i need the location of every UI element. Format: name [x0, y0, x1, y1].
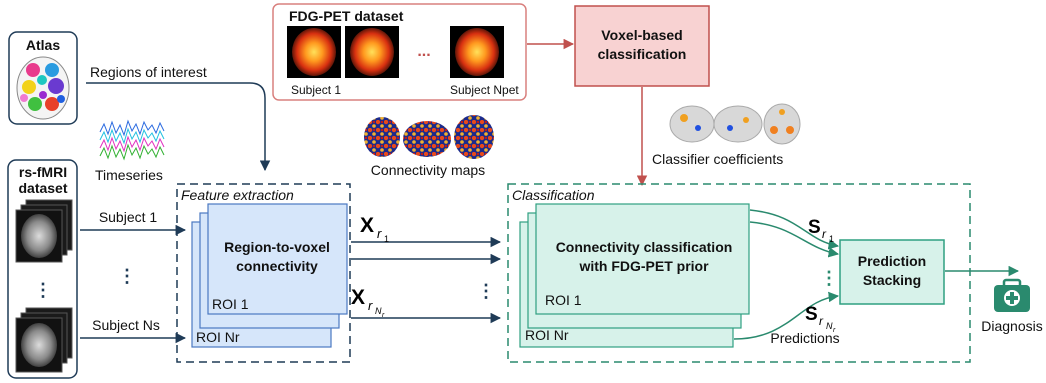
s-ellipsis: ⋮ [820, 268, 838, 288]
class-roi1-label: ROI 1 [545, 292, 582, 308]
svg-text:1: 1 [829, 234, 834, 244]
svg-text:1: 1 [384, 234, 389, 244]
svg-text:r: r [382, 312, 385, 319]
fmri-subjectN-label: Subject Ns [92, 317, 160, 333]
s-rN-symbol: S r N r [805, 304, 836, 334]
s-r1-arrow-a [749, 209, 840, 250]
pet-title: FDG-PET dataset [289, 8, 404, 24]
classification-panel: Classification Connectivity classificati… [507, 183, 971, 363]
fmri-subject1-label: Subject 1 [99, 209, 158, 225]
connectivity-maps-icon [364, 115, 494, 159]
s-r1-symbol: S r 1 [808, 217, 834, 244]
medical-kit-icon [994, 278, 1030, 312]
roi-arrow [86, 82, 271, 172]
fmri-dataset-panel: rs-fMRI dataset ⋮ [7, 159, 78, 379]
atlas-title: Atlas [26, 37, 60, 53]
atlas-panel: Atlas [8, 31, 78, 125]
svg-text:S: S [805, 304, 818, 325]
svg-text:X: X [351, 286, 365, 309]
pet-subject1-label: Subject 1 [291, 83, 341, 97]
class-box-line2: with FDG-PET prior [578, 258, 709, 274]
feature-box-line1: Region-to-voxel [224, 239, 330, 255]
class-roiN-label: ROI Nr [525, 327, 569, 343]
coefficient-brains-icon [669, 103, 801, 145]
classification-title: Classification [512, 187, 595, 203]
x-rN-symbol: X r N r [351, 286, 385, 319]
svg-text:N: N [826, 321, 833, 331]
classifier-coefficients-label: Classifier coefficients [652, 151, 783, 167]
svg-text:S: S [808, 217, 821, 238]
fmri-ellipsis: ⋮ [34, 280, 52, 300]
svg-text:N: N [375, 306, 382, 316]
s-rN-arrow [733, 291, 840, 340]
x-r1-symbol: X r 1 [360, 214, 389, 244]
pet-dataset-panel: FDG-PET dataset ... Subject 1 Subject Np… [272, 3, 527, 101]
feature-box-line2: connectivity [236, 258, 318, 274]
regions-of-interest-label: Regions of interest [90, 64, 207, 80]
prediction-stacking-box [839, 239, 945, 305]
voxel-classification-box: Voxel-based classification [574, 5, 710, 87]
connectivity-maps-label: Connectivity maps [371, 162, 485, 178]
feature-title: Feature extraction [181, 187, 294, 203]
svg-text:r: r [819, 314, 824, 328]
fmri-title-line1: rs-fMRI [19, 164, 67, 180]
diagnosis-label: Diagnosis [981, 318, 1042, 334]
class-box-line1: Connectivity classification [556, 239, 733, 255]
fmri-subject1-volumes [15, 199, 73, 263]
predictions-label: Predictions [770, 330, 839, 346]
stacking-line2: Stacking [863, 272, 921, 288]
class-roi1-card [535, 203, 750, 315]
timeseries-icon [99, 119, 165, 161]
voxel-line2: classification [598, 46, 687, 62]
stacking-line1: Prediction [858, 253, 926, 269]
s-r1-arrow-b [749, 221, 840, 258]
fmri-subjectN-volumes [15, 307, 73, 373]
fmri-title-line2: dataset [18, 180, 67, 196]
feature-extraction-panel: Feature extraction Region-to-voxel conne… [176, 183, 351, 363]
timeseries-label: Timeseries [95, 167, 163, 183]
pet-subjectN-label: Subject Npet [450, 83, 519, 97]
voxel-line1: Voxel-based [601, 27, 682, 43]
svg-text:r: r [377, 226, 382, 241]
feature-roi1-label: ROI 1 [212, 296, 249, 312]
atlas-brain-icon [16, 56, 70, 120]
svg-text:r: r [822, 227, 827, 241]
svg-text:r: r [833, 327, 836, 334]
roi1-card [207, 203, 348, 315]
pet-ellipsis: ... [417, 43, 430, 60]
svg-text:X: X [360, 214, 374, 237]
feature-roiN-label: ROI Nr [196, 329, 240, 345]
mid-ellipsis: ⋮ [118, 266, 136, 286]
x-ellipsis: ⋮ [477, 281, 495, 301]
svg-text:r: r [368, 298, 373, 313]
